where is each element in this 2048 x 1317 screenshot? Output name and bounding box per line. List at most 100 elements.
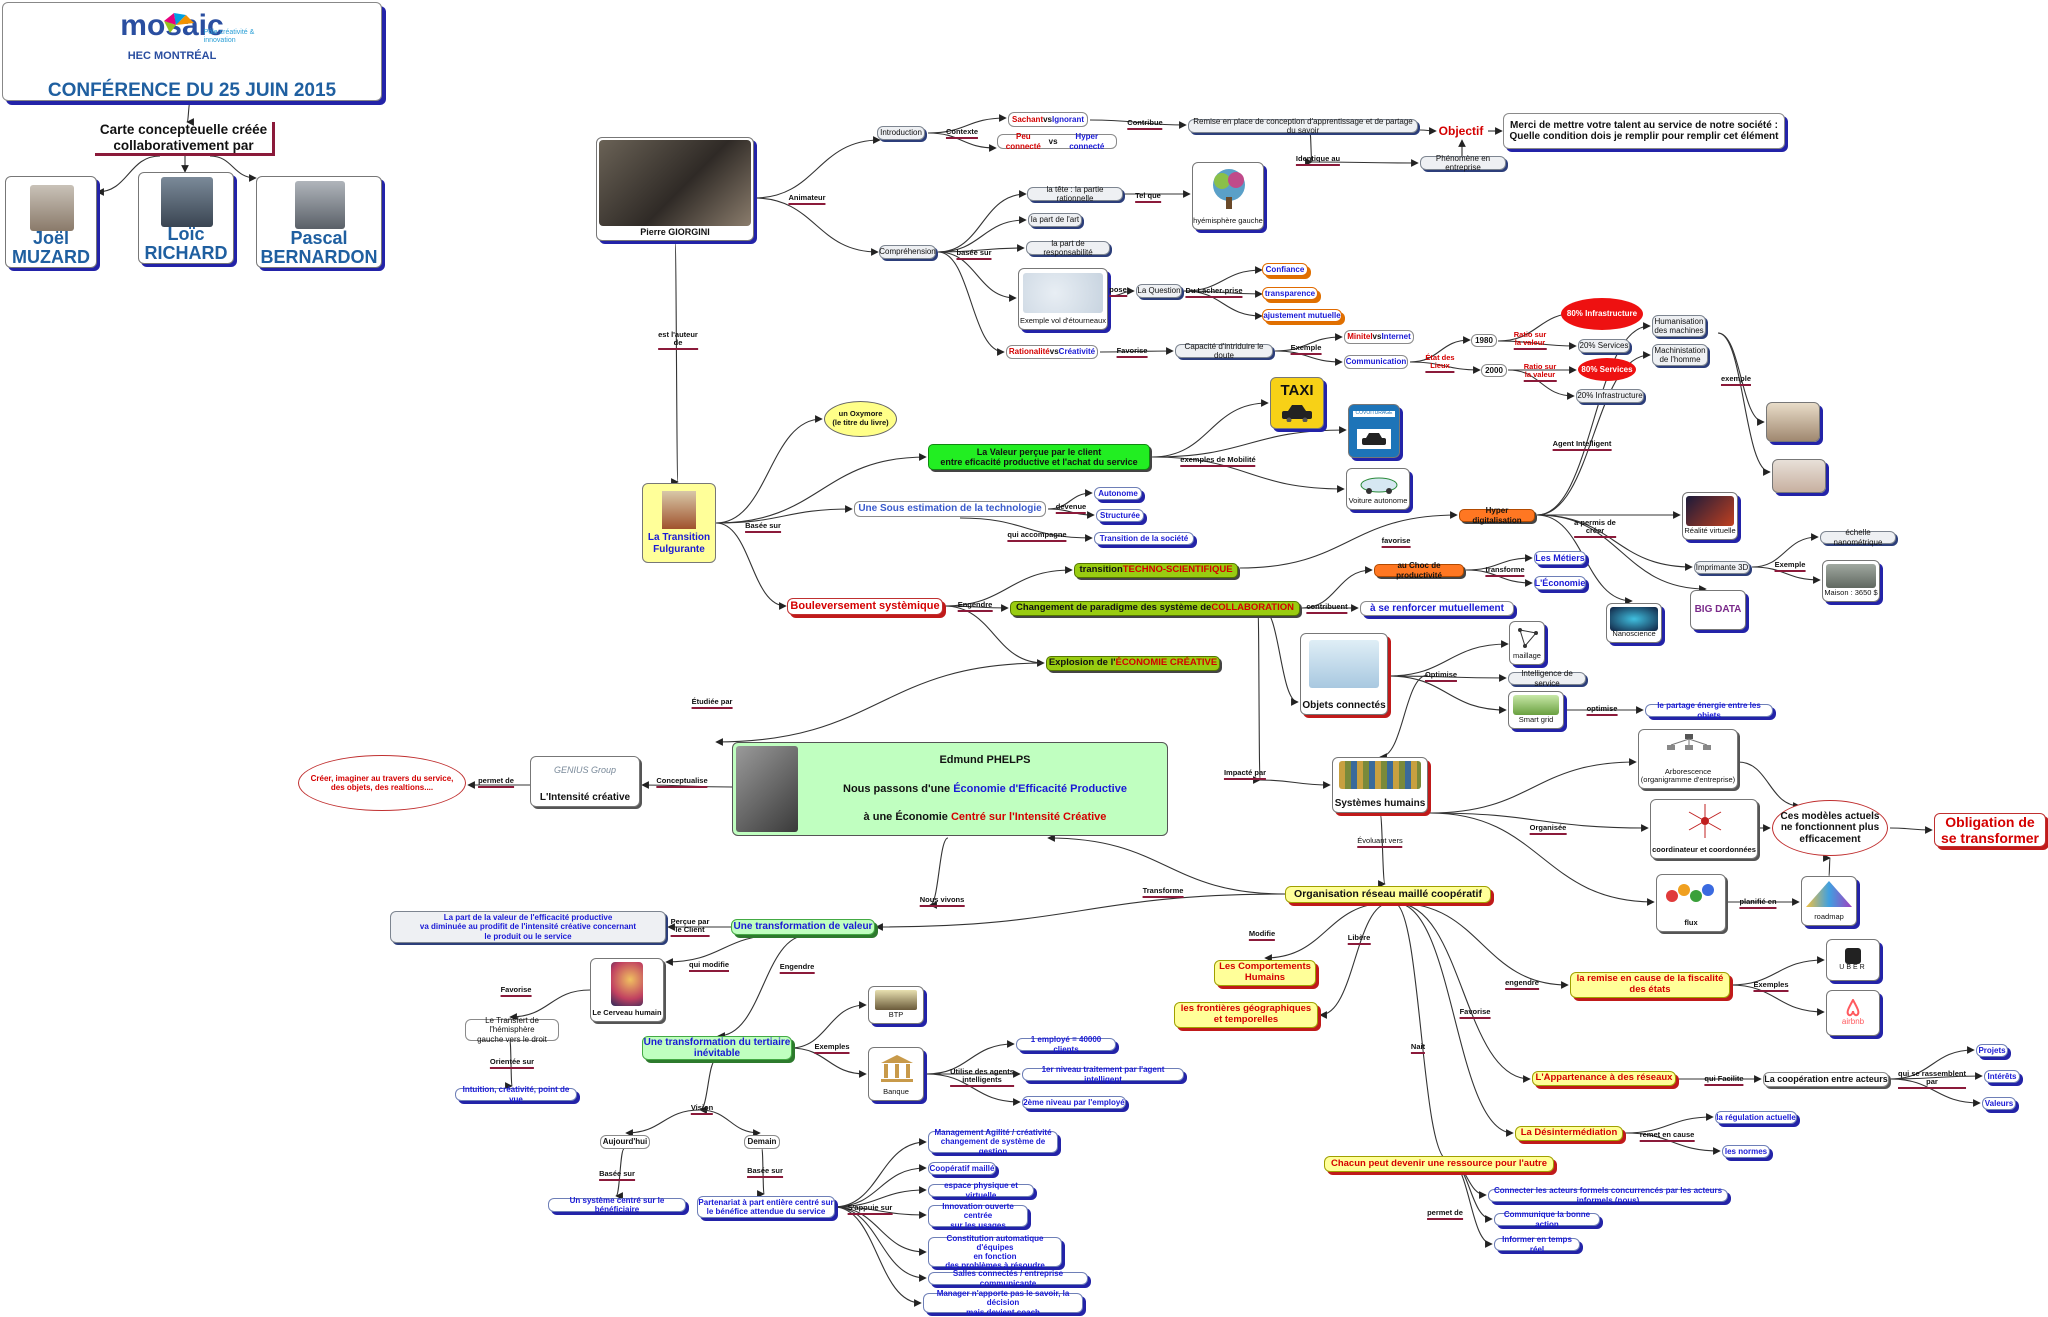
edge-label: Exemple [1775, 561, 1806, 572]
flux-icon [1666, 884, 1714, 902]
transition-node: La Transition Fulgurante [642, 483, 716, 563]
merci-node: Merci de mettre votre talent au service … [1503, 113, 1785, 149]
sachant-b: Ignorant [1052, 114, 1085, 124]
connecte-b: Hyper connecté [1069, 132, 1105, 151]
giorgini-node: Pierre GIORGINI [596, 137, 754, 241]
maillage-node: maillage [1509, 621, 1545, 665]
smartgrid-caption: Smart grid [1518, 715, 1554, 725]
connecter-node: Connecter les acteurs formels concurrenc… [1488, 1186, 1728, 1205]
arborescence-node: Arborescence (organigramme d'entreprise) [1638, 729, 1738, 789]
connector-edge [1536, 322, 1651, 516]
connector-edge [670, 242, 679, 485]
humanisation-node: Humanisation des machines [1652, 315, 1706, 337]
edge-label: Favorise [1460, 1008, 1491, 1019]
genius-logo: GENIUS Group [553, 765, 617, 775]
regulation-node: la régulation actuelle [1715, 1111, 1797, 1124]
edge-label: Libère [1348, 934, 1371, 945]
introduction-node: Introduction [877, 126, 925, 140]
brain-photo [611, 962, 643, 1006]
edge-label: Conceptualise [656, 777, 707, 788]
transparence-node: transparence [1262, 287, 1318, 300]
systemes-caption: Systèmes humains [1334, 797, 1426, 809]
edge-label: Basée sur [599, 1170, 635, 1181]
arborescence-caption: Arborescence (organigramme d'entreprise) [1640, 766, 1736, 785]
taxi-node: TAXI [1270, 377, 1324, 429]
edge-label: Nait [1411, 1043, 1425, 1054]
connector-edge [186, 102, 194, 126]
intelligence-node: Intelligence de service [1508, 669, 1586, 688]
connector-edge [1259, 779, 1331, 789]
connector-edge [1429, 812, 1649, 832]
edge-label: Organisée [1530, 824, 1567, 835]
techno-node: transition TECHNO-SCIENTIFIQUE [1074, 563, 1238, 578]
connector-edge [96, 155, 161, 196]
connector-edge [1393, 902, 1449, 1164]
connector-edge [1751, 533, 1819, 568]
taxi-label: TAXI [1280, 382, 1314, 399]
edge-label: Évoluant vers [1357, 837, 1402, 848]
edge-label: exemples de Mobilité [1180, 456, 1255, 467]
capacite-node: Capacité d'intriduire le doute [1175, 342, 1273, 360]
nanoscience-caption: Nanoscience [1612, 629, 1656, 639]
sachant-node: Sachant vs Ignorant [1008, 112, 1088, 127]
edge-label: remet en cause [1640, 1131, 1695, 1142]
connector-edge [1395, 902, 1514, 1137]
edge-label: Animateur [788, 194, 825, 205]
crowd-photo [1339, 761, 1421, 789]
phelps-name: Edmund PHELPS [939, 754, 1031, 767]
espace-node: espace physique et virtuelle [928, 1181, 1034, 1200]
connector-edge [789, 1001, 867, 1049]
connector-edge [753, 197, 879, 256]
edge-label: Impacté par [1224, 769, 1266, 780]
edge-label: Utilise des agents intelligents [950, 1068, 1014, 1087]
connector-edge [1751, 566, 1821, 584]
edge-label: Tel que [1135, 192, 1161, 203]
creer-node: Créer, imaginer au travers du service, d… [298, 755, 466, 811]
starlings-photo [1023, 273, 1103, 313]
connector-edge [1151, 426, 1347, 458]
car-icon [1357, 429, 1391, 449]
robot-photo-node [1766, 402, 1820, 442]
part-resp-node: la part de responsabilité [1026, 239, 1110, 257]
edge-label: Exemples [814, 1043, 849, 1054]
edge-label: qui se rassemblent par [1898, 1070, 1966, 1089]
edge-label: favorise [1382, 537, 1411, 548]
phelps-line1a: Nous passons d'une [843, 782, 954, 795]
carte-title: Carte concepteuelle créée collaborativem… [95, 122, 275, 156]
connector-edge [509, 989, 591, 1021]
transition-title: La Transition Fulgurante [647, 532, 711, 555]
connector-edge [1507, 369, 1575, 400]
niveau2-node: 2ème niveau par l'employé [1022, 1096, 1126, 1109]
phelps-line2b: Centré sur l'Intensité Créative [950, 811, 1107, 824]
connector-edge [1264, 902, 1389, 962]
uber-caption: UBER [1839, 963, 1867, 971]
edge-label: Orientée sur [490, 1058, 534, 1069]
objectif-node: Objectif [1438, 124, 1484, 139]
smartgrid-photo [1513, 695, 1559, 715]
renforcer-node: à se renforcer mutuellement [1360, 601, 1514, 616]
demain-node: Demain [744, 1135, 780, 1149]
cerveau-node: Le Cerveau humain [590, 958, 664, 1022]
ces-modeles-node: Ces modèles actuels ne fonctionnent plus… [1772, 800, 1888, 856]
employe-node: 1 employé = 40000 clients [1016, 1035, 1116, 1054]
hemisphere-caption: hyémisphère gauche [1193, 216, 1263, 226]
sachant-a: Sachant [1011, 114, 1044, 124]
connector-edge [715, 453, 927, 524]
partenariat-node: Partenariat à part entière centré sur le… [697, 1196, 835, 1218]
minitel-node: Minitel vs Internet [1344, 330, 1414, 344]
infra80-node: 80% Infrastructure [1561, 298, 1643, 330]
hub-icon [1688, 804, 1722, 838]
house-photo [1826, 564, 1876, 588]
connector-edge [1377, 812, 1386, 888]
conference-title: CONFÉRENCE DU 25 JUIN 2015 [47, 79, 337, 101]
transfo-valeur-node: Une transformation de valeur [731, 919, 875, 935]
connector-edge [1274, 350, 1343, 366]
comportements-node: Les Comportements Humains [1214, 960, 1316, 986]
roadmap-node: roadmap [1801, 876, 1857, 926]
connector-edge [1419, 127, 1437, 135]
organisation-node: Organisation réseau maillé coopératif [1285, 886, 1491, 903]
connector-edge [937, 251, 1005, 356]
edge-label: Nous vivons [920, 896, 965, 907]
bigdata-label: BIG DATA [1694, 604, 1742, 616]
